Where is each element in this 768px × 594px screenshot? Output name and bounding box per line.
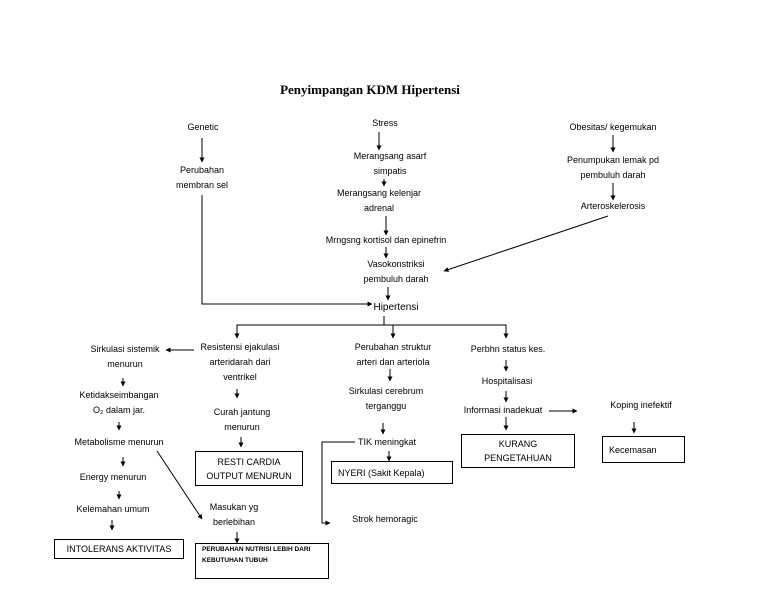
diagnosis-resti-cardia-line1: RESTI CARDIA (217, 456, 281, 467)
diagnosis-kurang-pengetahuan: KURANG PENGETAHUAN (461, 434, 575, 468)
node-curah-jantung-line1: Curah jantung (213, 407, 271, 417)
node-sirkulasi-cerebrum-line2: terganggu (365, 401, 407, 411)
node-masukan-line1: Masukan yg (209, 502, 259, 512)
node-resistensi-line3: ventrikel (223, 372, 257, 382)
node-obesitas: Obesitas/ kegemukan (569, 122, 657, 132)
arrow-arteroskelerosis-vasokonstriksi (443, 215, 609, 272)
node-merangsang-asarf: Merangsang asarf simpatis (336, 149, 444, 179)
diagnosis-kurang-pengetahuan-line1: KURANG (498, 439, 538, 449)
node-perubahan-membran-line1: Perubahan (179, 165, 225, 175)
node-merangsang-asarf-line1: Merangsang asarf (353, 151, 427, 161)
node-perubahan-struktur-line2: arteri dan arteriola (356, 357, 430, 367)
node-sirkulasi-sistemik-line1: Sirkulasi sistemik (90, 344, 160, 354)
node-curah-jantung: Curah jantung menurun (198, 405, 286, 435)
node-resistensi-line2: arteridarah dari (209, 357, 271, 367)
node-hipertensi: Hipertensi (373, 302, 419, 313)
node-strok: Strok hemoragic (352, 514, 418, 524)
diagnosis-perubahan-nutrisi: PERUBAHAN NUTRISI LEBIH DARI KEBUTUHAN T… (195, 543, 329, 579)
arrow-metabolisme-masukan (156, 450, 203, 520)
node-ketidakseimbangan-line2: O₂ dalam jar. (92, 405, 145, 415)
node-kelemahan: Kelemahan umum (76, 504, 150, 514)
node-resistensi-line1: Resistensi ejakulasi (200, 342, 280, 352)
node-perubahan-membran: Perubahan membran sel (160, 163, 244, 193)
node-sirkulasi-cerebrum-line1: Sirkulasi cerebrum (348, 386, 424, 396)
node-perubahan-struktur: Perubahan struktur arteri dan arteriola (334, 340, 452, 370)
node-vasokonstriksi: Vasokonstriksi pembuluh darah (346, 257, 446, 287)
node-curah-jantung-line2: menurun (224, 422, 260, 432)
arrow-tik-strok (321, 441, 355, 526)
diagnosis-resti-cardia: RESTI CARDIA OUTPUT MENURUN (195, 451, 303, 486)
node-sirkulasi-sistemik-line2: menurun (107, 359, 143, 369)
node-ketidakseimbangan-line1: Ketidakseimbangan (79, 390, 159, 400)
diagnosis-perubahan-nutrisi-line2: KEBUTUHAN TUBUH (202, 557, 268, 564)
node-resistensi: Resistensi ejakulasi arteridarah dari ve… (188, 340, 292, 385)
node-vasokonstriksi-line1: Vasokonstriksi (367, 259, 425, 269)
arrow-perubahan-hipertensi (201, 195, 373, 307)
diagnosis-kurang-pengetahuan-line2: PENGETAHUAN (484, 453, 552, 463)
diagnosis-resti-cardia-line2: OUTPUT MENURUN (206, 470, 292, 481)
branch-bar (236, 324, 507, 330)
node-metabolisme: Metabolisme menurun (74, 437, 164, 447)
node-penumpukan-line1: Penumpukan lemak pd (566, 155, 660, 165)
node-informasi: Informasi inadekuat (463, 405, 543, 415)
node-masukan: Masukan yg berlebihan (194, 500, 274, 530)
node-hospitalisasi: Hospitalisasi (481, 376, 533, 386)
node-perubahan-struktur-line1: Perubahan struktur (354, 342, 432, 352)
diagnosis-nyeri: NYERI (Sakit Kepala) (331, 461, 453, 484)
node-merangsang-kelenjar-line2: adrenal (363, 203, 395, 213)
node-tik: TIK meningkat (357, 437, 417, 447)
node-arteroskelerosis: Arteroskelerosis (580, 201, 646, 211)
diagnosis-kecemasan: Kecemasan (602, 436, 685, 463)
node-merangsang-asarf-line2: simpatis (373, 166, 407, 176)
node-merangsang-kelenjar: Merangsang kelenjar adrenal (318, 186, 440, 216)
node-perubahan-membran-line2: membran sel (175, 180, 229, 190)
node-mrngsng-kortisol: Mrngsng kortisol dan epinefrin (325, 235, 447, 245)
node-penumpukan-line2: pembuluh darah (580, 170, 646, 180)
node-ketidakseimbangan: Ketidakseimbangan O₂ dalam jar. (72, 388, 166, 418)
node-perbhn-status: Perbhn status kes. (470, 344, 546, 354)
node-sirkulasi-sistemik: Sirkulasi sistemik menurun (80, 342, 170, 372)
node-masukan-line2: berlebihan (212, 517, 256, 527)
node-vasokonstriksi-line2: pembuluh darah (363, 274, 429, 284)
node-energy: Energy menurun (79, 472, 147, 482)
diagnosis-perubahan-nutrisi-line1: PERUBAHAN NUTRISI LEBIH DARI (202, 546, 311, 553)
diagram-title: Penyimpangan KDM Hipertensi (280, 82, 460, 97)
diagnosis-intolerans-aktivitas: INTOLERANS AKTIVITAS (54, 539, 184, 559)
node-koping: Koping inefektif (610, 400, 672, 410)
node-stress: Stress (372, 118, 398, 128)
node-sirkulasi-cerebrum: Sirkulasi cerebrum terganggu (336, 384, 436, 414)
node-penumpukan: Penumpukan lemak pd pembuluh darah (553, 153, 673, 183)
node-merangsang-kelenjar-line1: Merangsang kelenjar (336, 188, 422, 198)
node-genetic: Genetic (187, 122, 219, 132)
